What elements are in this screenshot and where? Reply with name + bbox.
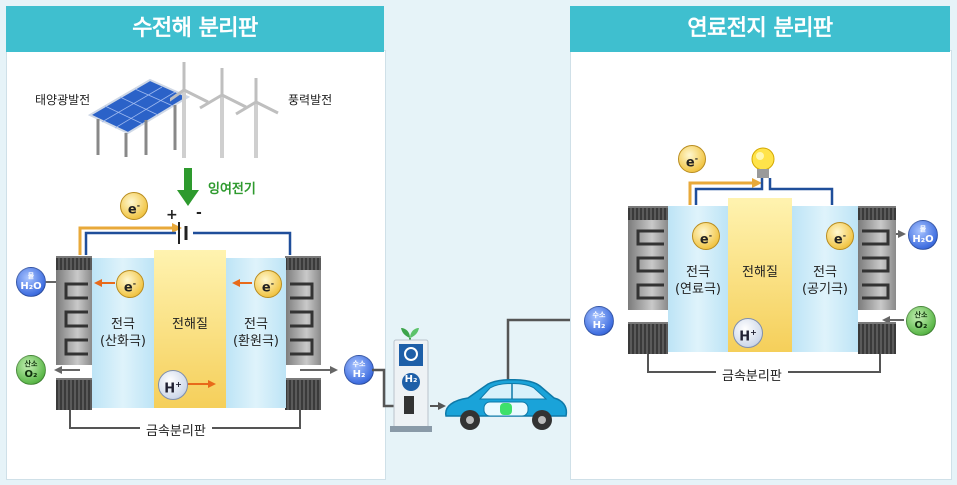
plus-sign: + xyxy=(166,207,178,223)
fc-electrolyte-label: 전해질 xyxy=(742,265,778,280)
fuel-electrode-label: 전극(연료극) xyxy=(674,265,722,297)
wind-label: 풍력발전 xyxy=(288,93,333,107)
surplus-label: 잉여전기 xyxy=(208,182,256,197)
hydrogen-station-icon xyxy=(390,328,432,432)
minus-sign: - xyxy=(196,205,202,221)
solar-panel-icon xyxy=(87,78,190,157)
anode-label: 전극(산화극) xyxy=(99,317,147,349)
hydrogen-car-icon xyxy=(445,379,568,430)
electron-badge-top: e- xyxy=(120,192,148,220)
fc-channel-pattern-right xyxy=(862,229,890,300)
solar-label: 태양광발전 xyxy=(35,93,91,107)
electron-flow-arrows xyxy=(94,279,252,388)
wind-turbine-icon xyxy=(170,62,279,158)
electron-badge-fuel: e- xyxy=(692,222,720,250)
channel-pattern-left xyxy=(64,282,88,356)
separator-plate-top-left xyxy=(56,256,92,272)
separator-label-right: 금속분리판 xyxy=(716,365,788,384)
channel-pattern-right xyxy=(290,282,314,356)
down-arrow-icon xyxy=(177,168,199,206)
station-h2-label: H₂ xyxy=(404,374,418,385)
fuel-cell-title: 연료전지 분리판 xyxy=(570,6,950,52)
fc-channel-left xyxy=(628,220,668,310)
fc-plate-bottom-right xyxy=(858,322,896,354)
electron-badge-cathode: e- xyxy=(254,270,282,298)
electron-badge-air: e- xyxy=(826,222,854,250)
air-electrode-label: 전극(공기극) xyxy=(801,265,849,297)
separator-plate-bottom-left xyxy=(56,378,92,410)
cathode-label: 전극(환원극) xyxy=(232,317,280,349)
fc-proton-badge: H+ xyxy=(733,318,763,348)
fc-plate-top-left xyxy=(628,206,668,220)
fc-plate-top-right xyxy=(858,206,896,220)
flow-channel-right xyxy=(285,270,321,365)
electron-badge-top-right: e- xyxy=(678,145,706,173)
fc-channel-right xyxy=(858,220,896,310)
electron-badge-anode: e- xyxy=(116,270,144,298)
electrolysis-title: 수전해 분리판 xyxy=(6,6,384,52)
separator-label-left: 금속분리판 xyxy=(140,420,212,439)
separator-plate-top-right xyxy=(285,256,321,272)
electrolyte-label: 전해질 xyxy=(172,317,208,332)
proton-badge: H+ xyxy=(158,370,188,400)
fc-channel-pattern-left xyxy=(636,229,664,300)
fc-plate-bottom-left xyxy=(628,322,668,354)
flow-channel-left xyxy=(56,270,92,365)
light-bulb-icon xyxy=(751,147,775,178)
separator-plate-bottom-right xyxy=(285,378,321,410)
fuel-cell-wires xyxy=(647,178,906,373)
